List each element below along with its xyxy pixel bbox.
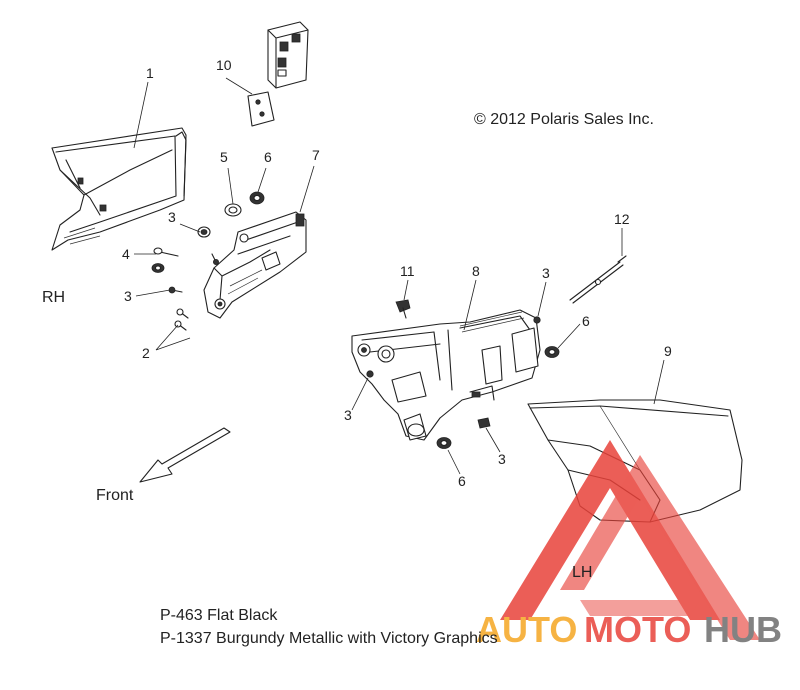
callout-part-4: 4	[122, 246, 130, 262]
part-1-rh-side-cover	[51, 127, 187, 251]
copyright-notice: © 2012 Polaris Sales Inc.	[474, 111, 654, 128]
callout-part-7: 7	[312, 147, 320, 163]
front-direction-arrow	[139, 427, 231, 483]
callout-part-6-lh-lower: 6	[458, 473, 466, 489]
callout-part-1: 1	[146, 65, 154, 81]
part-3-screw-rh-lower	[168, 286, 183, 294]
part-11-screw	[395, 299, 411, 319]
callout-part-3-lh-lower: 3	[498, 451, 506, 467]
part-5-grommet	[224, 203, 242, 217]
part-8-lh-bracket	[351, 309, 541, 441]
automotohub-watermark: AUTO MOTO HUB	[476, 440, 782, 650]
part-2-pins	[174, 308, 189, 331]
front-label: Front	[96, 487, 134, 504]
part-6-grommet-upper	[249, 191, 265, 205]
part-10-relay-bracket	[247, 21, 309, 127]
part-3-screw-lh-upper	[533, 316, 541, 324]
watermark-triangle-logo	[500, 440, 760, 640]
watermark-text-auto: AUTO	[476, 609, 577, 650]
part-3-screw-lh-lower	[477, 417, 491, 429]
part-3-screw-lh-left	[366, 370, 374, 378]
callout-part-11: 11	[400, 263, 415, 279]
leader-lines	[133, 77, 665, 475]
part-7-rh-bracket	[203, 211, 307, 319]
part-3-screw-small	[211, 253, 219, 265]
callout-part-5: 5	[220, 149, 228, 165]
callout-part-3-rh-upper: 3	[168, 209, 176, 225]
callout-part-6-lh-right: 6	[582, 313, 590, 329]
callout-part-3-lh-upper: 3	[542, 265, 550, 281]
watermark-text-moto: MOTO	[584, 609, 691, 650]
part-3-screw-rh-upper	[197, 226, 211, 238]
callout-part-3-lh-left: 3	[344, 407, 352, 423]
callout-part-9: 9	[664, 343, 672, 359]
lh-side-label: LH	[572, 564, 592, 581]
callout-part-8: 8	[472, 263, 480, 279]
callout-part-6-upper: 6	[264, 149, 272, 165]
watermark-text-hub: HUB	[704, 609, 782, 650]
part-6-grommet-lh-lower	[436, 437, 452, 449]
part-4-bolt	[151, 247, 179, 273]
callout-part-2: 2	[142, 345, 150, 361]
rh-side-label: RH	[42, 289, 65, 306]
part-12-cable	[569, 255, 627, 304]
callout-part-3-rh-lower: 3	[124, 288, 132, 304]
part-6-grommet-lh-right	[544, 346, 560, 358]
paint-note-2: P-1337 Burgundy Metallic with Victory Gr…	[160, 630, 498, 647]
paint-note-1: P-463 Flat Black	[160, 607, 278, 624]
callout-part-10: 10	[216, 57, 232, 73]
callout-part-12: 12	[614, 211, 630, 227]
